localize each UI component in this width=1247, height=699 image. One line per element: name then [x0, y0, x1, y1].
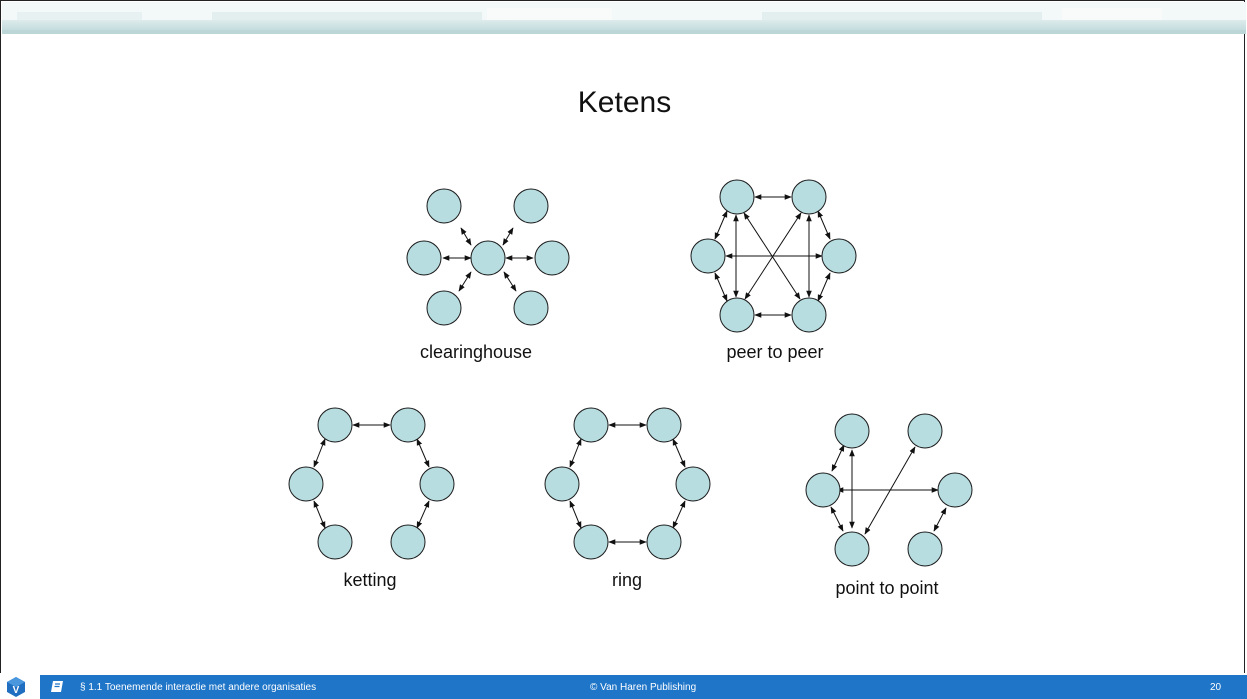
edge — [458, 271, 472, 292]
edge — [744, 212, 802, 300]
node — [834, 413, 870, 449]
node — [791, 297, 827, 333]
node — [406, 240, 442, 276]
caption-ketting: ketting — [343, 570, 396, 590]
point-to-point-diagram: point to point — [805, 413, 973, 598]
edge — [672, 500, 686, 529]
edge — [831, 444, 845, 472]
node — [513, 290, 549, 326]
edge — [817, 210, 831, 240]
edge — [864, 446, 916, 535]
node — [470, 240, 506, 276]
edge — [672, 438, 686, 468]
footer-copyright: © Van Haren Publishing — [590, 682, 697, 693]
node — [573, 524, 609, 560]
node — [573, 407, 609, 443]
edge — [502, 227, 514, 246]
book-icon — [51, 681, 63, 692]
node — [834, 531, 870, 567]
edge — [830, 506, 844, 532]
node — [675, 466, 711, 502]
node — [288, 466, 324, 502]
node — [690, 238, 726, 274]
edge — [714, 272, 728, 302]
header-decoration — [2, 2, 1246, 34]
edge — [569, 500, 582, 529]
ring-diagram: ring — [544, 407, 711, 590]
caption-ring: ring — [612, 570, 642, 590]
edge — [460, 227, 472, 246]
node — [907, 413, 943, 449]
node — [317, 407, 353, 443]
ketting-diagram: ketting — [288, 407, 455, 590]
node — [805, 472, 841, 508]
edge — [817, 272, 831, 302]
node — [719, 179, 755, 215]
slide-title: Ketens — [577, 86, 672, 119]
page-number: 20 — [1210, 682, 1222, 693]
caption-clearinghouse: clearinghouse — [420, 342, 532, 362]
caption-point-to-point: point to point — [835, 578, 938, 598]
footer-section: § 1.1 Toenemende interactie met andere o… — [80, 682, 317, 693]
edge — [313, 500, 326, 529]
node — [646, 407, 682, 443]
footer-bar: § 1.1 Toenemende interactie met andere o… — [40, 675, 1247, 699]
node — [426, 188, 462, 224]
vhp-logo: V — [7, 677, 25, 697]
node — [791, 179, 827, 215]
node — [646, 524, 682, 560]
node — [513, 188, 549, 224]
node — [390, 407, 426, 443]
node — [419, 466, 455, 502]
node — [821, 238, 857, 274]
node — [719, 297, 755, 333]
edge — [569, 438, 582, 468]
peer-to-peer-diagram: peer to peer — [690, 179, 857, 362]
svg-text:V: V — [13, 685, 20, 696]
edge — [313, 438, 326, 468]
caption-peer-to-peer: peer to peer — [726, 342, 823, 362]
edge — [714, 210, 728, 240]
node — [426, 290, 462, 326]
edge — [933, 507, 947, 532]
node — [534, 240, 570, 276]
node — [390, 524, 426, 560]
clearinghouse-diagram: clearinghouse — [406, 188, 570, 362]
node — [937, 472, 973, 508]
node — [317, 524, 353, 560]
edge — [503, 271, 517, 292]
footer: V § 1.1 Toenemende interactie met andere… — [0, 673, 1247, 699]
node — [544, 466, 580, 502]
edge — [416, 500, 430, 529]
edge — [416, 438, 430, 468]
node — [907, 531, 943, 567]
